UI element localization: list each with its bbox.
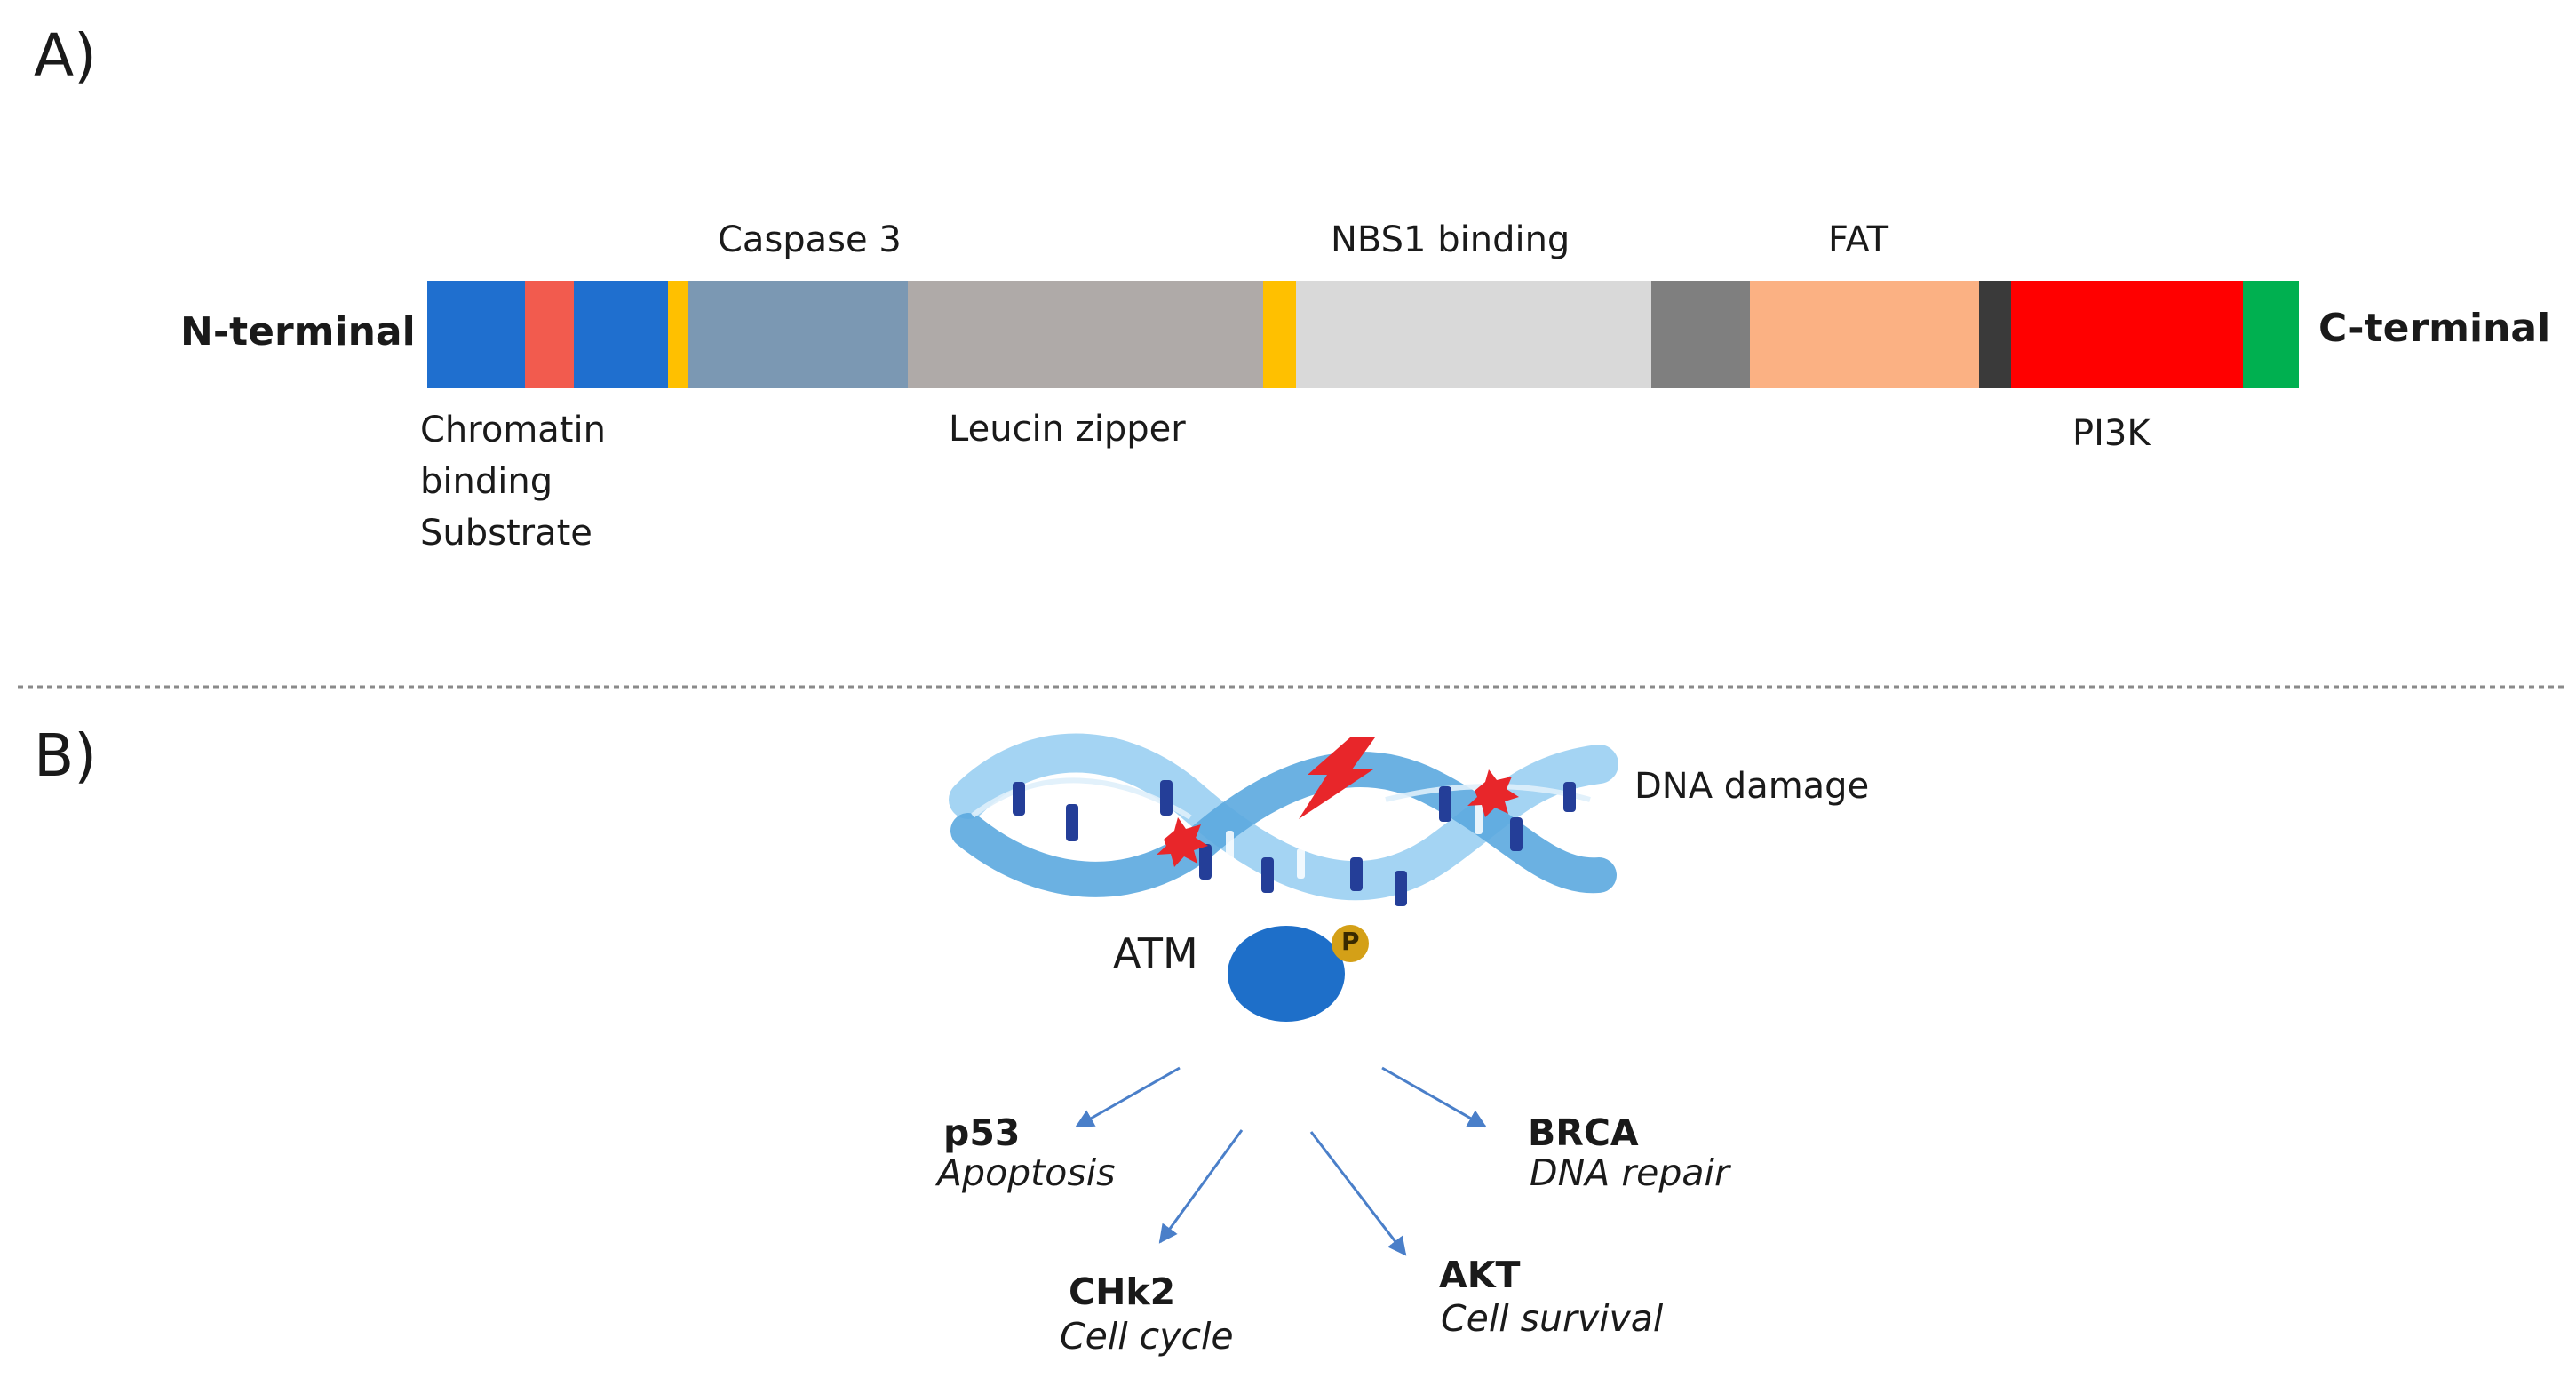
- chromatin-line-1: Chromatin: [420, 410, 606, 450]
- arrow-to-chk2: [1158, 1129, 1244, 1244]
- chromatin-line-2: binding: [420, 461, 553, 502]
- atm-domain-bar: [427, 281, 2299, 388]
- akt-function-label: Cell survival: [1441, 1297, 1664, 1340]
- panel-a-label: A): [34, 21, 97, 90]
- damage-burst-icon: [1467, 769, 1519, 817]
- domain-segment-yellow-1: [668, 281, 688, 388]
- pi3k-label: PI3K: [2072, 413, 2151, 454]
- domain-segment-chromatin-binding-2: [574, 281, 668, 388]
- c-terminal-label: C-terminal: [2318, 306, 2551, 351]
- n-terminal-label: N-terminal: [180, 309, 416, 354]
- domain-segment-fat: [1750, 281, 1979, 388]
- domain-segment-caspase-3: [688, 281, 908, 388]
- domain-segment-dark-gray: [1651, 281, 1750, 388]
- chk2-label: CHk2: [1069, 1270, 1176, 1313]
- phosphate-label: P: [1341, 927, 1360, 956]
- domain-segment-pi3k: [2011, 281, 2243, 388]
- chk2-function-label: Cell cycle: [1060, 1315, 1234, 1358]
- fat-label: FAT: [1828, 219, 1889, 260]
- arrow-to-brca: [1381, 1066, 1487, 1128]
- caspase-3-label: Caspase 3: [718, 219, 902, 260]
- atm-protein-icon: [1228, 926, 1345, 1022]
- domain-segment-red-small: [525, 281, 574, 388]
- nbs1-binding-label: NBS1 binding: [1331, 219, 1570, 260]
- panel-b-label: B): [34, 721, 98, 790]
- damage-burst-icon: [1157, 817, 1208, 867]
- chromatin-line-3: Substrate: [420, 513, 592, 554]
- domain-segment-nbs1-binding: [1296, 281, 1651, 388]
- domain-segment-yellow-2: [1263, 281, 1296, 388]
- leucin-zipper-label: Leucin zipper: [949, 409, 1186, 450]
- domain-segment-leucin-zipper: [908, 281, 1263, 388]
- arrow-to-akt: [1309, 1131, 1407, 1256]
- akt-label: AKT: [1439, 1254, 1521, 1296]
- domain-segment-fatc: [2243, 281, 2299, 388]
- atm-label: ATM: [1113, 929, 1198, 977]
- domain-segment-chromatin-binding-1: [427, 281, 525, 388]
- lightning-bolt-icon: [1299, 737, 1375, 819]
- arrow-to-p53: [1075, 1066, 1181, 1128]
- dna-damage-label: DNA damage: [1634, 766, 1870, 807]
- p53-label: p53: [943, 1111, 1021, 1154]
- dna-helix-icon: [949, 733, 1618, 906]
- domain-segment-charcoal: [1979, 281, 2011, 388]
- brca-label: BRCA: [1528, 1111, 1639, 1154]
- p53-function-label: Apoptosis: [937, 1151, 1116, 1194]
- chromatin-binding-label: Chromatin binding Substrate: [420, 404, 606, 559]
- brca-function-label: DNA repair: [1530, 1151, 1729, 1194]
- phosphate-icon: [1332, 925, 1369, 962]
